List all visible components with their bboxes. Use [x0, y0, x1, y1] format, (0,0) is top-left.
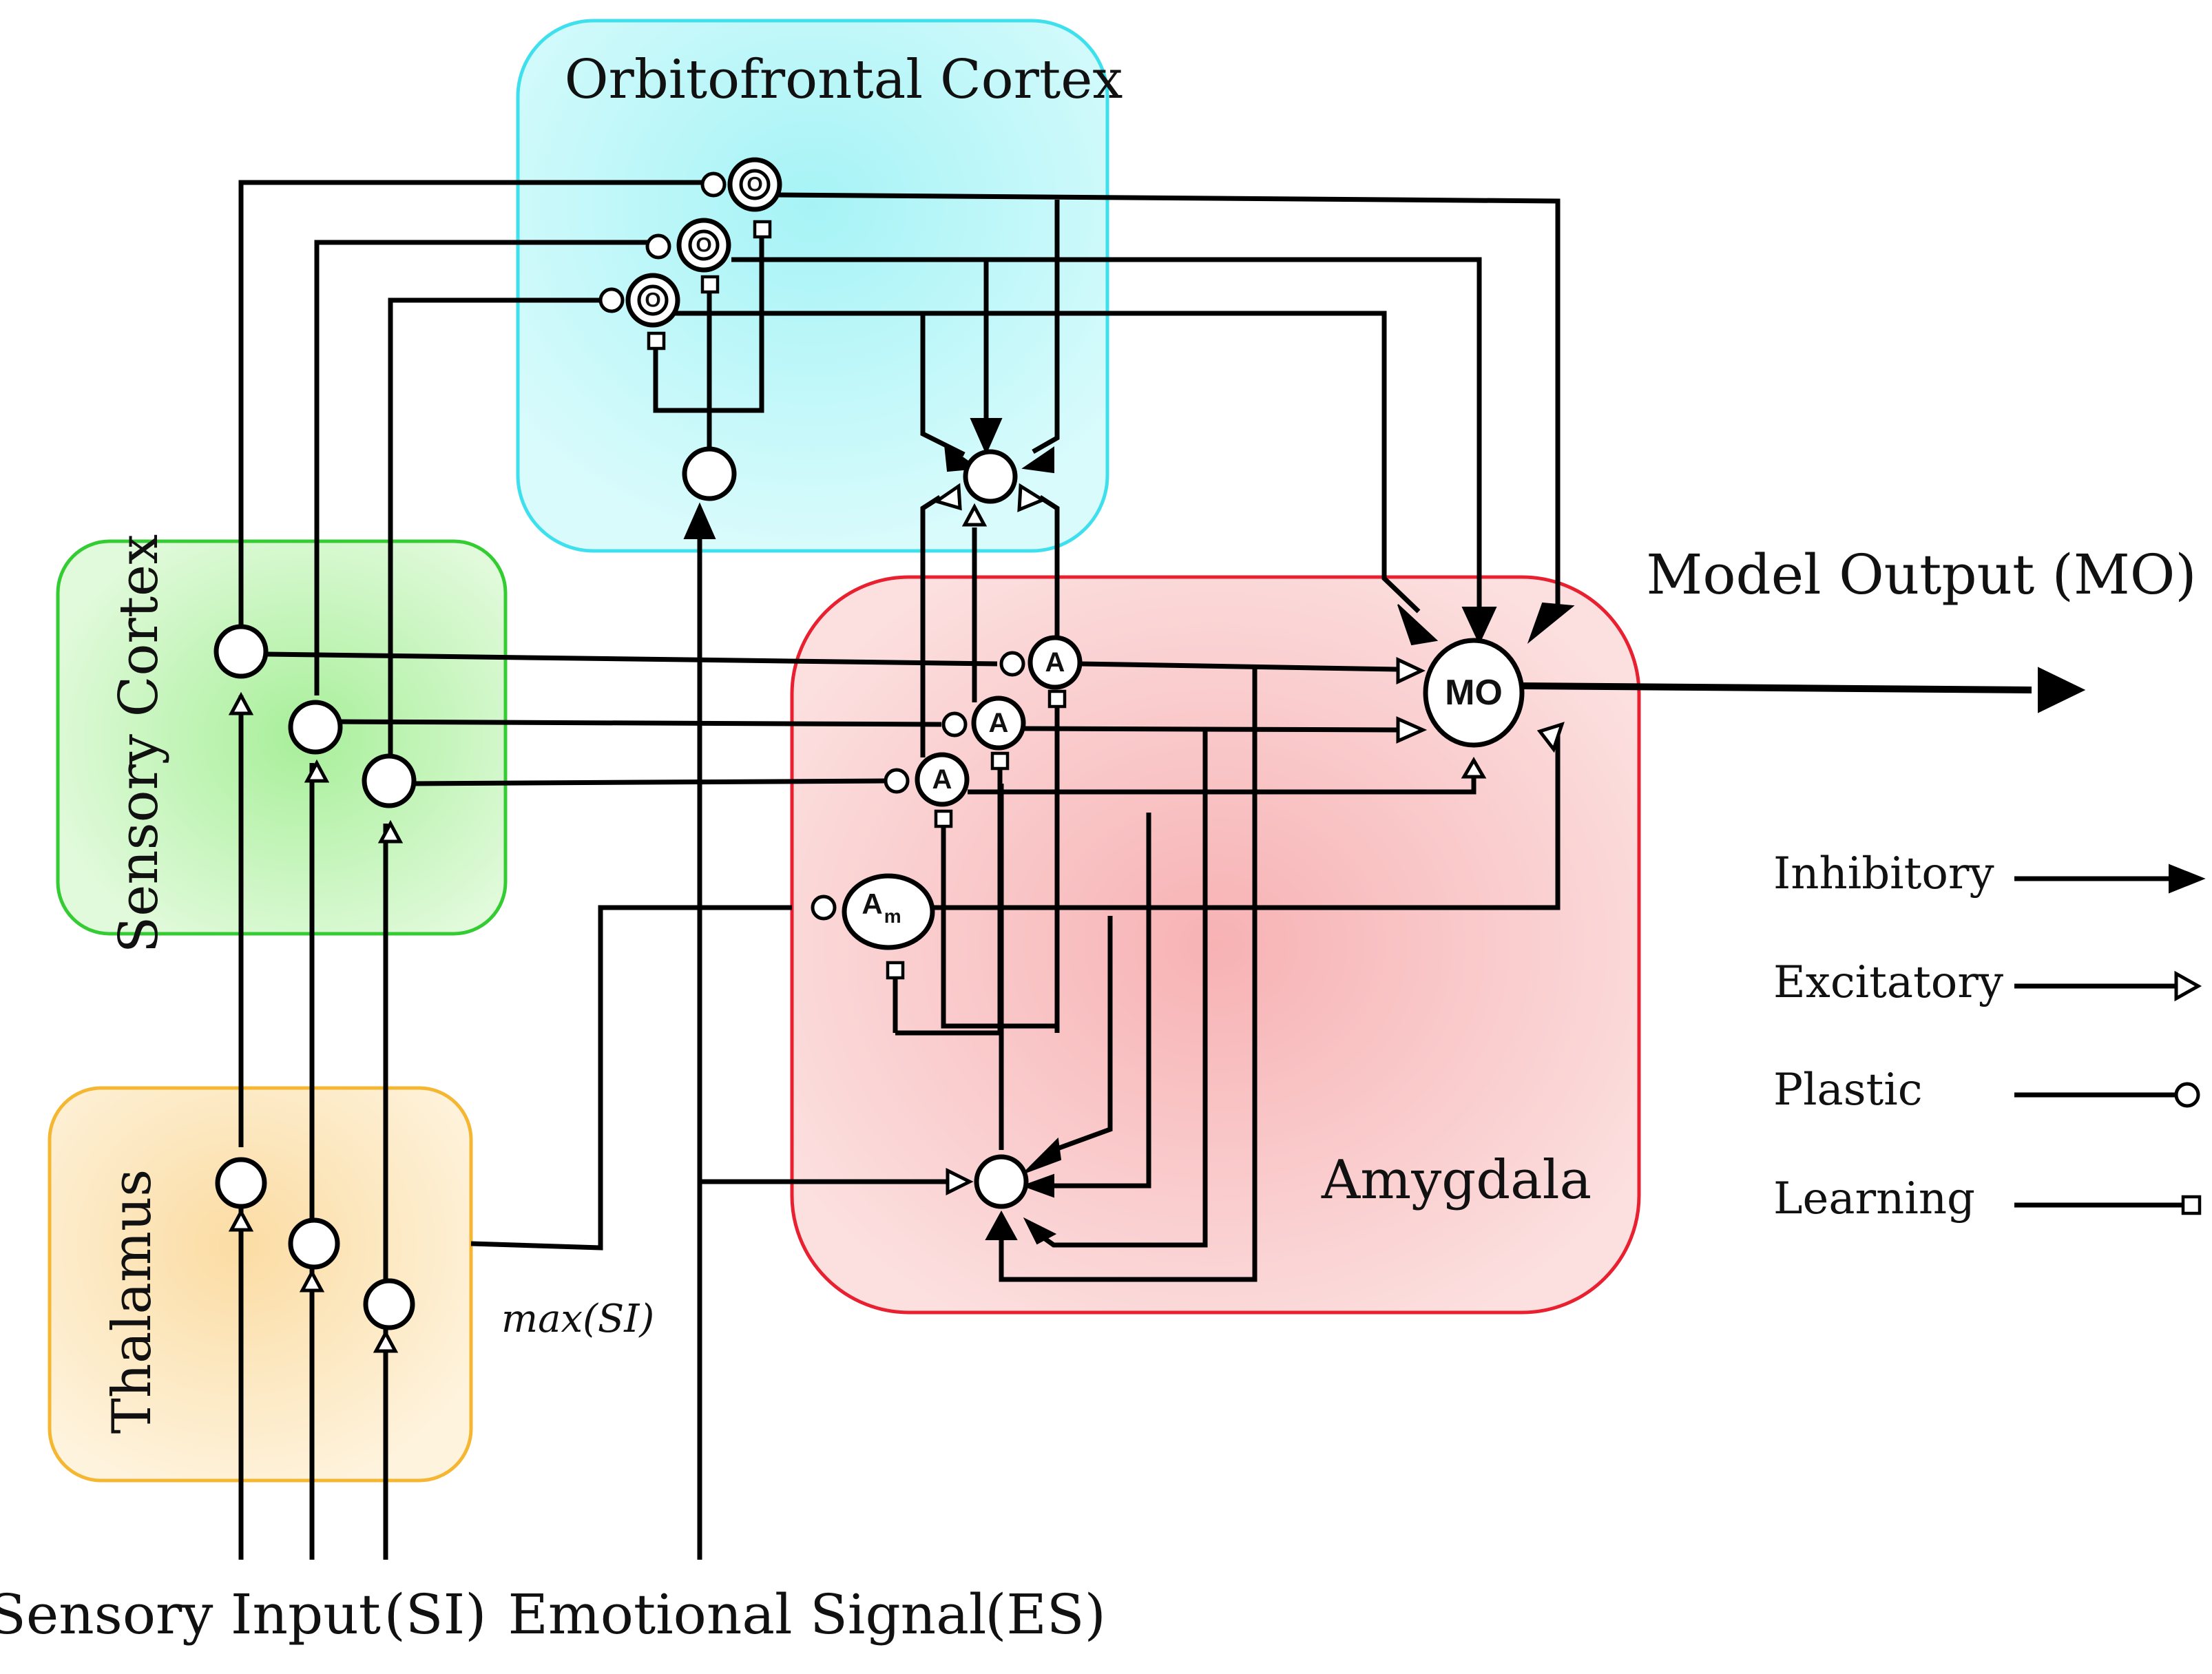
legend-learning-square — [2181, 1195, 2202, 1215]
orbitofrontal-cortex-label: Orbitofrontal Cortex — [565, 49, 1123, 111]
mo-node: MO — [1423, 638, 1525, 748]
sensory-input-label: Sensory Input — [0, 1582, 381, 1646]
mo-node-label: MO — [1445, 673, 1503, 713]
sensory-cortex-neuron — [288, 700, 343, 755]
max-si-label: max(SI) — [501, 1297, 654, 1341]
plastic-synapse — [598, 287, 625, 313]
am-node-label: A — [862, 888, 882, 920]
ofc-sum-neuron — [963, 449, 1018, 504]
o-node: O — [625, 273, 680, 328]
model-output-label: Model Output (MO) — [1646, 543, 2196, 607]
legend-inhibitory-label: Inhibitory — [1773, 848, 1994, 899]
legend-excitatory-label: Excitatory — [1773, 957, 2003, 1008]
ofc-es-neuron — [682, 446, 737, 501]
learning-square — [753, 220, 772, 239]
learning-square — [700, 275, 720, 294]
plastic-synapse — [645, 233, 671, 260]
plastic-synapse — [999, 651, 1025, 677]
a-node-label: A — [989, 708, 1009, 738]
si-label: (SI) — [384, 1582, 487, 1646]
plastic-synapses — [598, 171, 2200, 1108]
o-node: O — [727, 157, 782, 212]
a-node-label: A — [932, 764, 952, 795]
learning-square — [934, 809, 953, 828]
a-node: A — [915, 752, 970, 807]
thalamus-region — [48, 1086, 473, 1483]
am-node: Am — [842, 873, 935, 950]
a-node: A — [971, 695, 1026, 751]
orbitofrontal-cortex-region — [516, 19, 1109, 553]
es-label: (ES) — [985, 1582, 1106, 1646]
arrow-heads — [228, 418, 2206, 1353]
plastic-synapse — [884, 768, 910, 794]
a-node-label: A — [1045, 647, 1065, 678]
thalamus-neuron — [215, 1157, 267, 1209]
learning-square — [990, 751, 1010, 771]
learning-synapses — [647, 220, 2202, 1215]
amygdala-label: Amygdala — [1321, 1149, 1592, 1211]
o-node-label: O — [645, 289, 660, 312]
sensory-cortex-neuron — [213, 624, 269, 679]
sensory-cortex-label: Sensory Cortex — [108, 534, 170, 953]
connection-wires — [238, 180, 2183, 1560]
legend-learning-label: Learning — [1773, 1173, 1975, 1224]
svg-text:Am: Am — [862, 888, 901, 927]
o-node-label: O — [696, 234, 711, 257]
o-node: O — [676, 218, 731, 273]
o-node-label: O — [747, 174, 762, 196]
plastic-synapse — [811, 894, 837, 921]
amygdala-sum-neuron — [974, 1154, 1029, 1209]
am-node-subscript: m — [884, 906, 901, 927]
learning-square — [647, 331, 666, 351]
learning-square — [886, 961, 905, 980]
thalamus-label: Thalamus — [101, 1169, 163, 1434]
legend-plastic-circle — [2174, 1082, 2200, 1108]
plastic-synapse — [941, 711, 968, 737]
a-node: A — [1027, 635, 1083, 690]
thalamus-neuron — [363, 1278, 415, 1330]
emotional-signal-label: Emotional Signal — [508, 1582, 987, 1646]
thalamus-neuron — [288, 1217, 340, 1270]
sensory-cortex-neuron — [362, 753, 417, 808]
learning-square — [1047, 689, 1067, 709]
legend-plastic-label: Plastic — [1773, 1065, 1923, 1116]
plastic-synapse — [700, 171, 727, 198]
neurons — [213, 446, 1029, 1330]
